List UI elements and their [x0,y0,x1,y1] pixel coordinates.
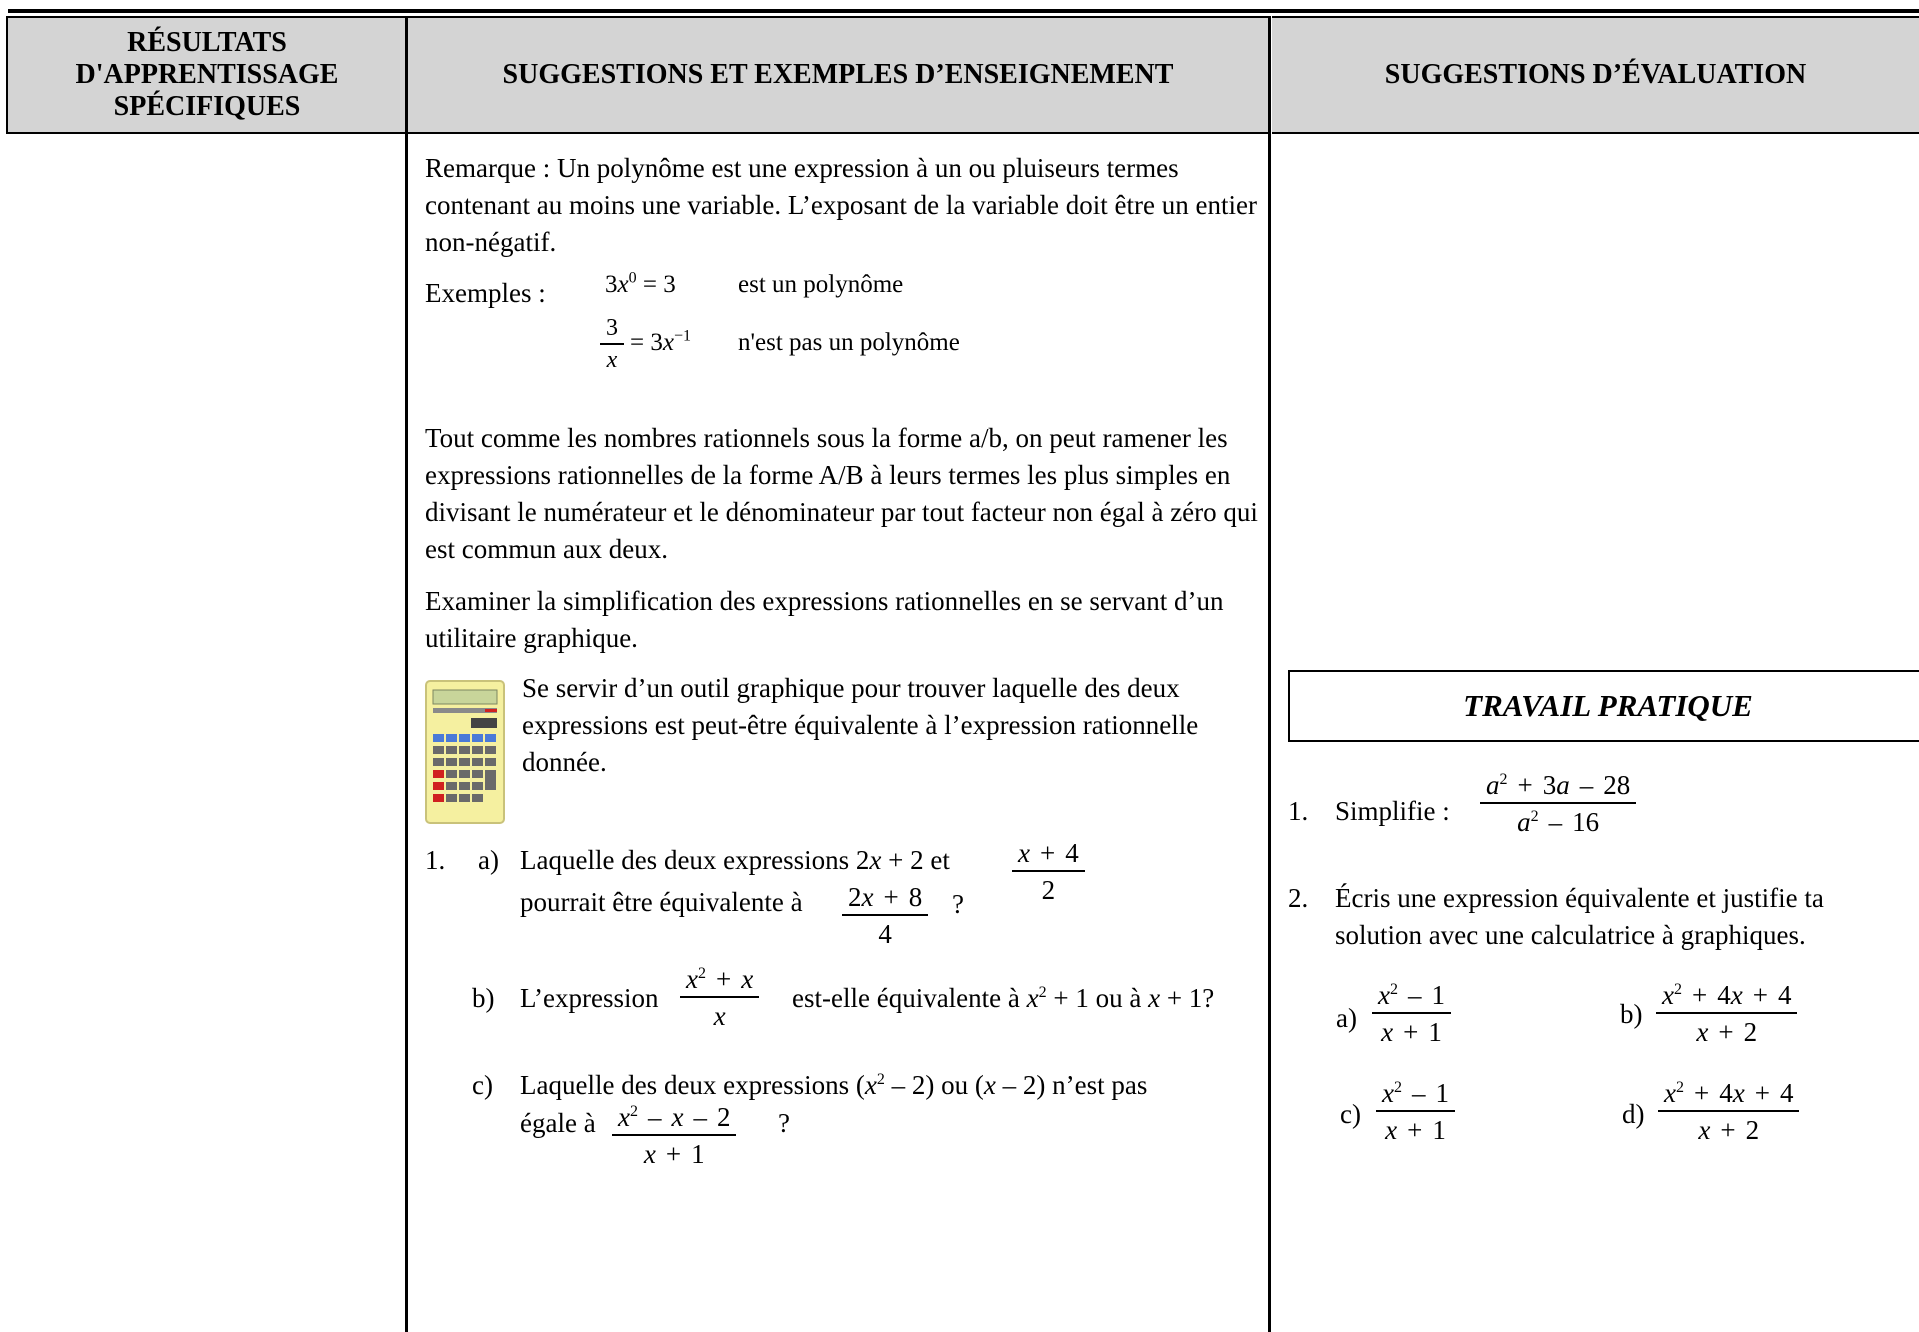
q1b-text2: est-elle équivalente à x2 + 1 ou à x + 1… [792,983,1215,1013]
q1c-line2: égale à [520,1108,596,1138]
examine-paragraph: Examiner la simplification des expressio… [425,586,1224,653]
eval-q1-text: Simplifie : [1335,796,1450,826]
tool-paragraph: Se servir d’un outil graphique pour trou… [522,673,1199,777]
q1c-label: c) [472,1070,493,1100]
column-divider-1 [405,16,408,1332]
eval-q2-text: Écris une expression équivalente et just… [1335,883,1824,950]
eval-c-label: c) [1340,1099,1361,1129]
eval-q2-number: 2. [1288,883,1309,913]
example1-equation: 3x0 = 3 [605,269,676,298]
column-divider-2 [1268,16,1271,1332]
calculator-icon [425,680,505,824]
example1-note: est un polynôme [738,271,904,298]
header-assessment-suggestions: SUGGESTIONS D’ÉVALUATION [1272,16,1919,134]
column-divider-left [6,16,8,134]
eval-a-label: a) [1336,1003,1357,1033]
remark-paragraph: Remarque : Un polynôme est une expressio… [425,153,1257,257]
q1c-question-mark: ? [778,1108,790,1138]
q1b-text1: L’expression [520,983,659,1013]
header-specific-outcomes: RÉSULTATS D'APPRENTISSAGE SPÉCIFIQUES [8,16,406,134]
header-teaching-suggestions: SUGGESTIONS ET EXEMPLES D’ENSEIGNEMENT [408,16,1268,134]
eval-d-label: d) [1622,1099,1645,1129]
q1a-line1: Laquelle des deux expressions 2x + 2 et [520,845,950,875]
q1-number: 1. [425,845,446,875]
q1c-line1: Laquelle des deux expressions (x2 – 2) o… [520,1070,1148,1100]
q1a-label: a) [478,845,499,875]
q1b-label: b) [472,983,495,1013]
q1a-question-mark: ? [952,889,964,919]
practical-work-box: TRAVAIL PRATIQUE [1288,670,1919,742]
example2-note: n'est pas un polynôme [738,329,960,356]
example2-equation: = 3x−1 [630,327,691,356]
rational-paragraph: Tout comme les nombres rationnels sous l… [425,423,1258,564]
examples-label: Exemples : [425,278,546,308]
q1a-line2: pourrait être équivalente à [520,887,803,917]
eval-q1-number: 1. [1288,796,1309,826]
eval-b-label: b) [1620,999,1643,1029]
top-rule [8,9,1919,13]
